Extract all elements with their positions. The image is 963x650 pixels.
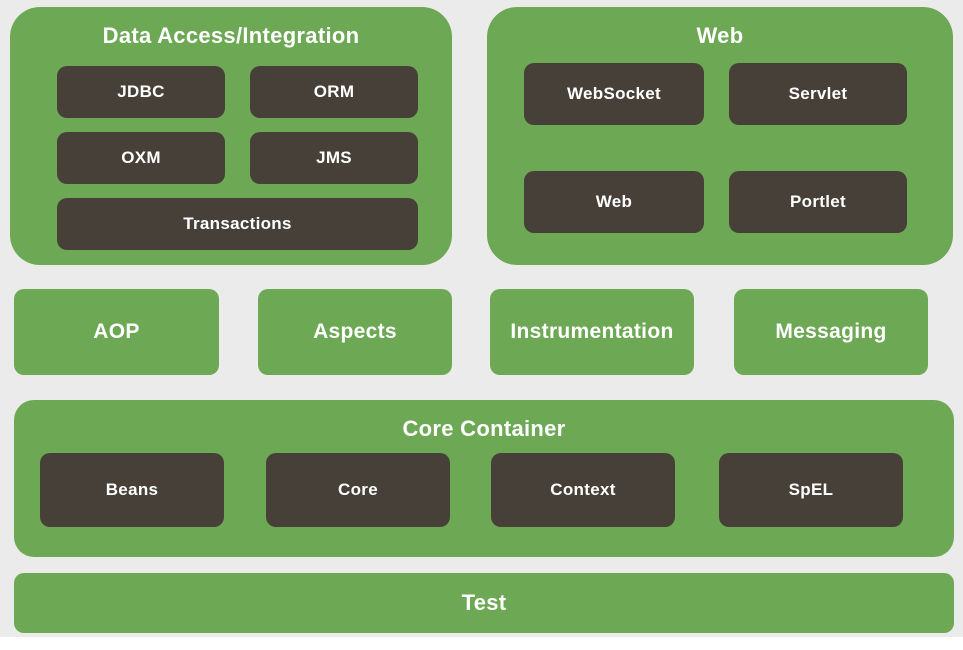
module-web: Web <box>524 171 704 233</box>
module-orm: ORM <box>250 66 418 118</box>
module-portlet: Portlet <box>729 171 907 233</box>
module-jdbc: JDBC <box>57 66 225 118</box>
module-websocket: WebSocket <box>524 63 704 125</box>
module-servlet: Servlet <box>729 63 907 125</box>
page-bottom-margin <box>0 637 963 650</box>
group-core-container: Core Container Beans Core Context SpEL <box>14 400 954 557</box>
module-transactions: Transactions <box>57 198 418 250</box>
group-title-data-access-integration: Data Access/Integration <box>102 23 360 48</box>
block-aop: AOP <box>14 289 219 375</box>
block-aspects: Aspects <box>258 289 452 375</box>
group-title-web: Web <box>696 23 744 48</box>
module-oxm: OXM <box>57 132 225 184</box>
block-instrumentation: Instrumentation <box>490 289 694 375</box>
module-spel: SpEL <box>719 453 903 527</box>
module-jms: JMS <box>250 132 418 184</box>
block-messaging: Messaging <box>734 289 928 375</box>
group-data-access-integration: Data Access/Integration JDBC ORM OXM JMS… <box>10 7 452 265</box>
module-context: Context <box>491 453 675 527</box>
block-test: Test <box>14 573 954 633</box>
group-web: Web WebSocket Servlet Web Portlet <box>487 7 953 265</box>
module-beans: Beans <box>40 453 224 527</box>
group-title-core-container: Core Container <box>402 416 566 441</box>
module-core: Core <box>266 453 450 527</box>
